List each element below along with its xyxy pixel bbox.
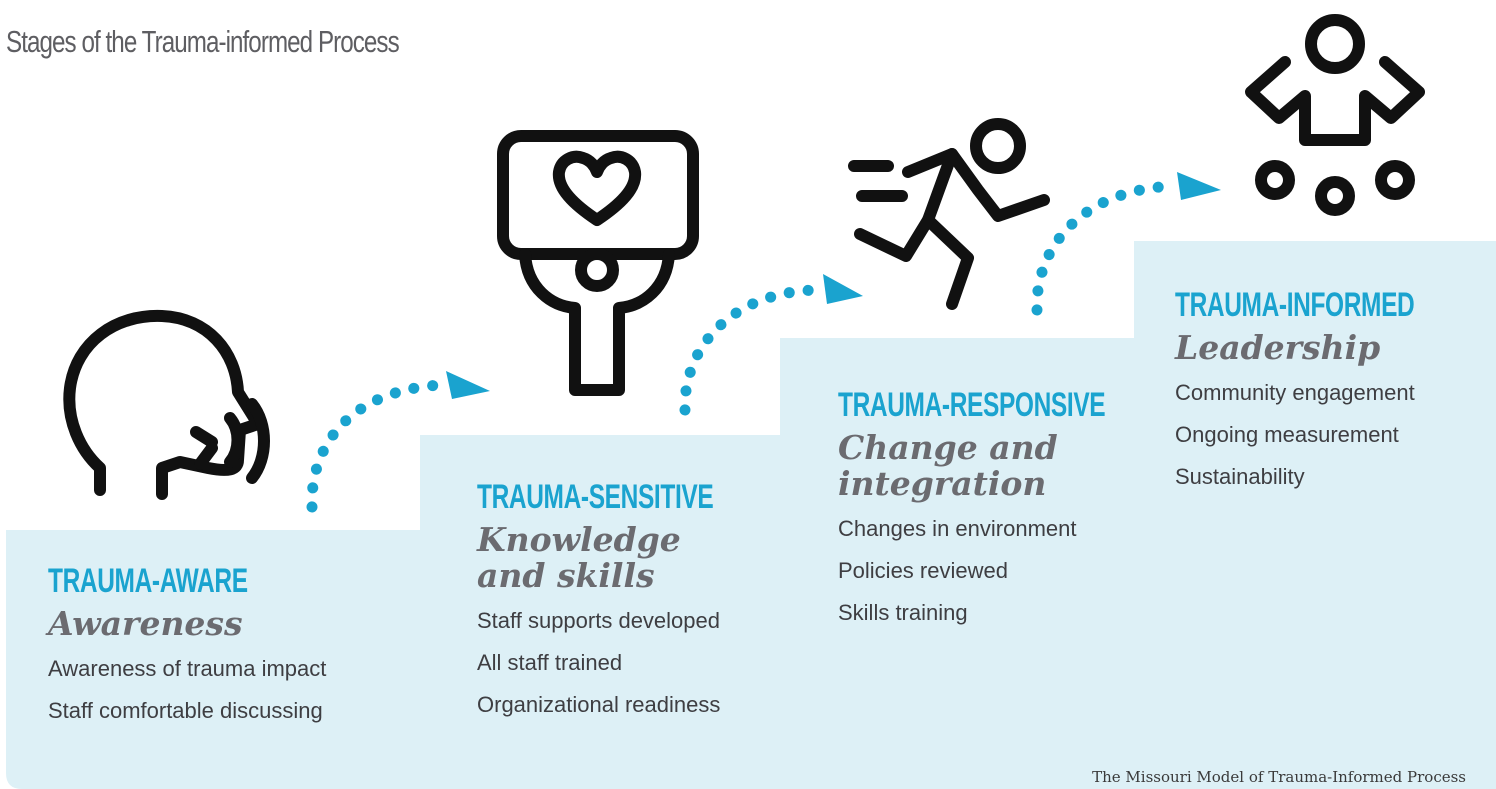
list-item: Changes in environment xyxy=(838,516,1077,541)
stage-trauma-aware: TRAUMA-AWARE Awareness Awareness of trau… xyxy=(48,562,326,732)
stage-subtitle: Leadership xyxy=(1175,328,1381,367)
stage-subtitle: Awareness xyxy=(48,604,243,643)
stage-name: TRAUMA-INFORMED xyxy=(1175,286,1415,324)
speaking-head-icon xyxy=(63,309,270,500)
stage-subtitle-line: and skills xyxy=(477,556,655,595)
person-holding-heart-sign-icon xyxy=(497,130,699,396)
stage-name: TRAUMA-SENSITIVE xyxy=(477,478,714,516)
stage-subtitle: Knowledge and skills xyxy=(477,522,805,594)
list-item: Staff supports developed xyxy=(477,608,720,633)
stage-subtitle: Change and integration xyxy=(838,430,1209,502)
stage-name: TRAUMA-RESPONSIVE xyxy=(838,386,1106,424)
list-item: Awareness of trauma impact xyxy=(48,656,327,681)
source-caption: The Missouri Model of Trauma-Informed Pr… xyxy=(1092,768,1466,786)
stage-trauma-informed: TRAUMA-INFORMED Leadership Community eng… xyxy=(1175,286,1496,498)
running-person-icon xyxy=(848,118,1050,310)
stage-item-list: Changes in environment Policies reviewed… xyxy=(838,508,1209,634)
leader-with-group-icon xyxy=(1245,14,1425,216)
progress-arrow-3 xyxy=(1031,172,1221,316)
stage-subtitle-line: Knowledge xyxy=(477,520,681,559)
list-item: Skills training xyxy=(838,600,968,625)
list-item: Community engagement xyxy=(1175,380,1415,405)
list-item: Sustainability xyxy=(1175,464,1305,489)
list-item: Organizational readiness xyxy=(477,692,721,717)
list-item: Policies reviewed xyxy=(838,558,1008,583)
list-item: Staff comfortable discussing xyxy=(48,698,323,723)
stage-subtitle-line: Change and xyxy=(838,428,1058,467)
stage-trauma-sensitive: TRAUMA-SENSITIVE Knowledge and skills St… xyxy=(477,478,805,726)
page-title: Stages of the Trauma-informed Process xyxy=(6,24,400,59)
list-item: All staff trained xyxy=(477,650,623,675)
progress-arrow-2 xyxy=(679,274,863,416)
stage-name: TRAUMA-AWARE xyxy=(48,562,248,600)
stage-trauma-responsive: TRAUMA-RESPONSIVE Change and integration… xyxy=(838,386,1209,634)
stage-item-list: Community engagement Ongoing measurement… xyxy=(1175,372,1496,498)
progress-arrow-1 xyxy=(306,371,490,513)
stage-item-list: Staff supports developed All staff train… xyxy=(477,600,805,726)
list-item: Ongoing measurement xyxy=(1175,422,1399,447)
stage-subtitle-line: integration xyxy=(838,464,1047,503)
stage-item-list: Awareness of trauma impact Staff comfort… xyxy=(48,648,326,732)
